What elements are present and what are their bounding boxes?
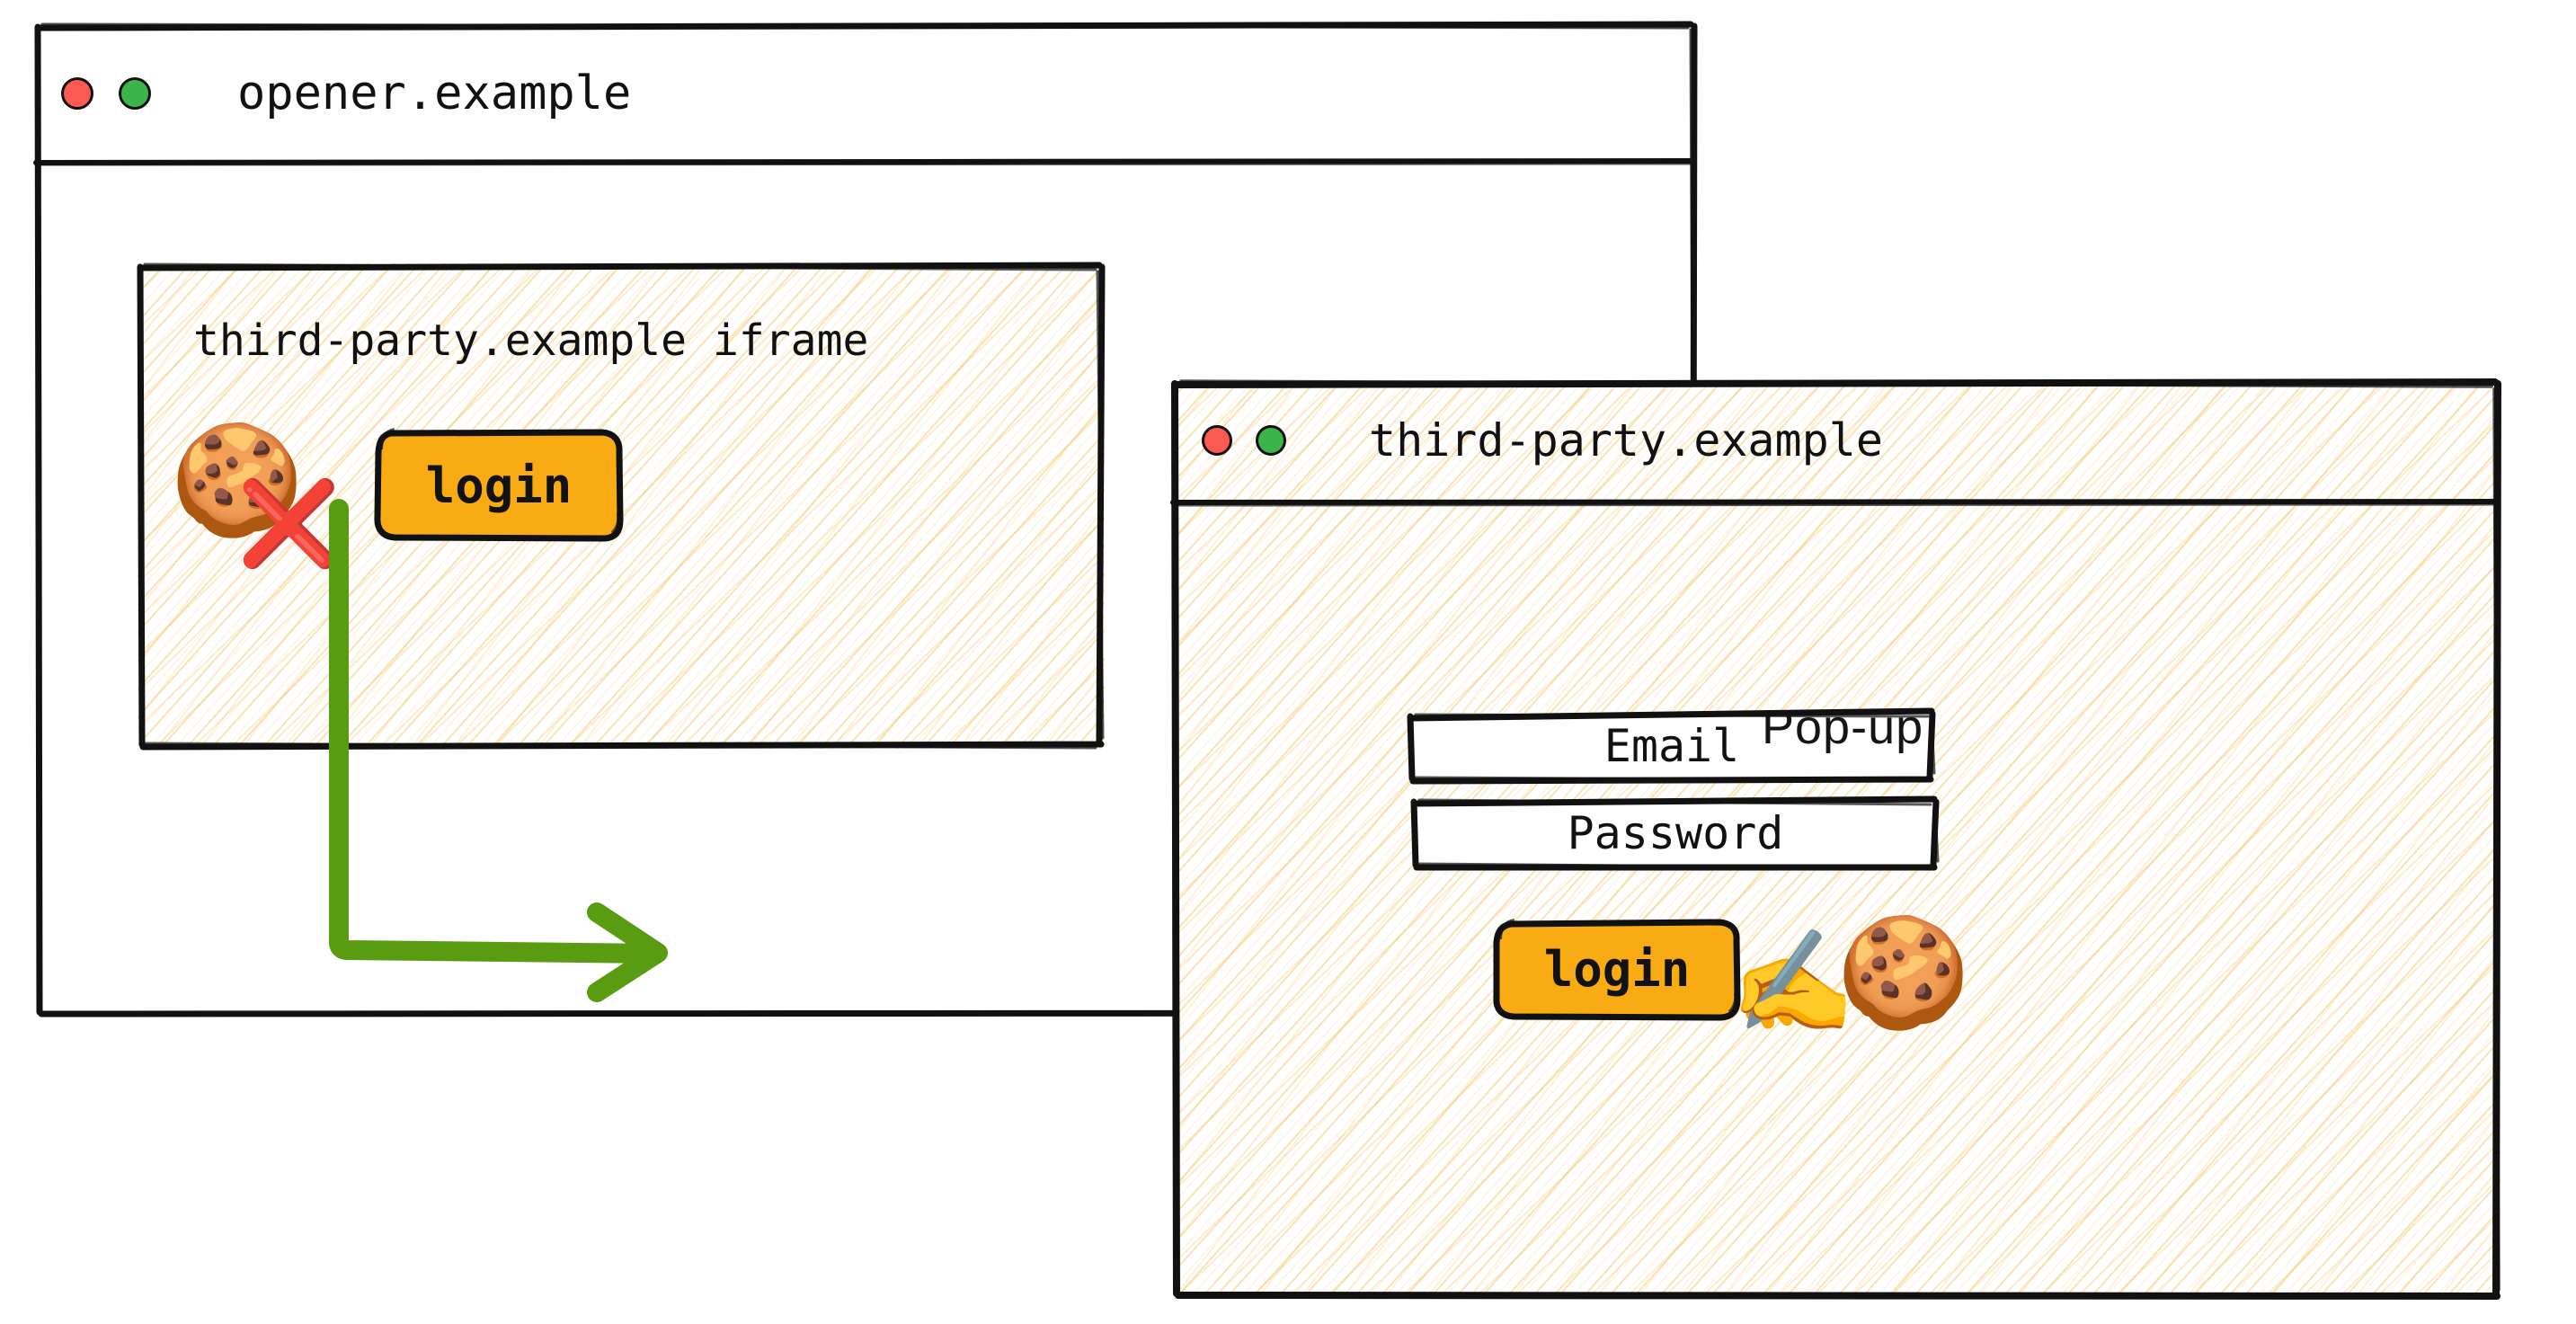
third-party-popup-window: third-party.example Email [1170, 378, 2501, 1300]
maximize-button-icon[interactable] [119, 76, 151, 110]
opener-titlebar-divider [33, 158, 1697, 166]
cookie-icon: 🍪 [1836, 911, 1971, 1035]
popup-window-title: third-party.example [1369, 413, 1883, 467]
cookie-icon: 🍪 [170, 418, 305, 543]
password-field[interactable]: Password [1410, 795, 1940, 871]
password-field-label: Password [1567, 807, 1784, 859]
popup-titlebar: third-party.example [1173, 380, 2500, 500]
iframe-label: third-party.example iframe [193, 315, 869, 366]
blocked-cookie-group: 🍪 ❌ [170, 427, 359, 589]
popup-annotation-label: Pop-up [1762, 700, 1924, 754]
popup-login-button[interactable]: login [1493, 919, 1741, 1021]
writing-hand-icon: ✍️ [1730, 924, 1856, 1041]
close-button-icon[interactable] [1202, 424, 1232, 456]
blocked-cross-icon: ❌ [237, 475, 341, 572]
maximize-button-icon[interactable] [1256, 424, 1286, 456]
email-field-label: Email [1603, 719, 1740, 772]
iframe-login-button-label: login [425, 457, 573, 514]
popup-titlebar-divider [1170, 499, 2500, 507]
popup-login-button-label: login [1543, 940, 1691, 998]
iframe-login-button[interactable]: login [374, 428, 624, 542]
cookie-signing-group: ✍️ 🍪 [1730, 920, 2072, 1054]
third-party-iframe-box: third-party.example iframe 🍪 ❌ login [137, 262, 1106, 751]
close-button-icon[interactable] [61, 76, 93, 110]
opener-titlebar: opener.example [36, 22, 1697, 164]
opener-window-title: opener.example [237, 66, 632, 120]
